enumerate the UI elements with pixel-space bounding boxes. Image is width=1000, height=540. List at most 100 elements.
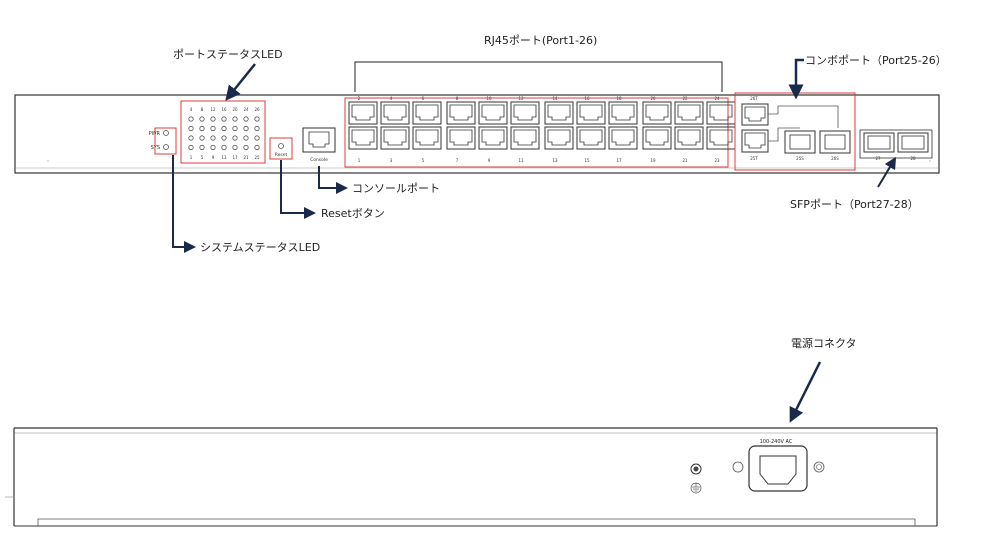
- reset-label: Reset: [275, 152, 288, 158]
- port-led: [199, 144, 205, 151]
- led-top-number: 26: [254, 107, 260, 112]
- rj45-port[interactable]: [544, 126, 574, 150]
- port-bottom-number: 23: [714, 158, 720, 163]
- rj45-port[interactable]: [348, 126, 378, 150]
- led-top-number: 20: [232, 107, 238, 112]
- port-bottom-number: 19: [650, 158, 656, 163]
- rj45-port[interactable]: [608, 126, 638, 150]
- rj45-port[interactable]: [510, 126, 540, 150]
- rear-callouts: 電源コネクタ: [789, 336, 857, 423]
- port-bottom-number: 5: [422, 158, 425, 163]
- console-port-label: コンソールポート: [352, 182, 440, 195]
- port-led: [232, 125, 238, 132]
- reset-button-arrow: [280, 160, 316, 219]
- rj45-port[interactable]: [478, 126, 508, 150]
- port-bottom-number: 17: [616, 158, 622, 163]
- port-led: [188, 135, 194, 141]
- power-screw-left: [732, 461, 744, 473]
- combo-sfp-26[interactable]: [819, 130, 851, 154]
- system-led-highlight: [154, 127, 177, 155]
- led-bottom-number: 25: [254, 155, 260, 160]
- port-status-led-arrow: [225, 63, 256, 101]
- rear-panel: 100-240V AC: [5, 427, 938, 527]
- rj45-port[interactable]: [544, 101, 574, 125]
- console-port-arrow: [318, 166, 348, 194]
- sfp-27-label: 27: [875, 156, 881, 161]
- rj45-port[interactable]: [576, 101, 606, 125]
- port-top-number: 18: [616, 96, 622, 101]
- sfp-port-27[interactable]: [863, 132, 895, 153]
- ground-symbol-icon: [690, 482, 702, 494]
- system-status-led-arrow: [172, 155, 196, 253]
- reset-button[interactable]: [278, 143, 284, 149]
- port-bottom-number: 15: [584, 158, 590, 163]
- port-top-number: 2: [358, 96, 361, 101]
- led-top-number: 12: [210, 107, 216, 112]
- front-callouts: ポートステータスLED RJ45ポート(Port1-26) コンボポート（Por…: [172, 34, 947, 254]
- port-led: [221, 116, 227, 122]
- rj45-port[interactable]: [608, 101, 638, 125]
- led-grid: [188, 116, 260, 151]
- sfp-ports-arrow: [877, 156, 897, 188]
- sfp-port-28[interactable]: [897, 132, 929, 153]
- port-led: [188, 144, 194, 151]
- combo-sfp-25-label: 25S: [796, 156, 804, 161]
- port-led: [232, 144, 238, 151]
- rj45-port[interactable]: [348, 101, 378, 125]
- rj45-port[interactable]: [412, 101, 442, 125]
- rj45-port[interactable]: [478, 101, 508, 125]
- port-led: [188, 125, 194, 132]
- port-top-number: 12: [518, 96, 524, 101]
- rj45-port[interactable]: [446, 101, 476, 125]
- rj45-port[interactable]: [674, 101, 704, 125]
- port-bottom-number: 21: [682, 158, 688, 163]
- port-led: [210, 116, 216, 122]
- rj45-bracket: [354, 61, 723, 92]
- port-led: [210, 125, 216, 132]
- rj45-port[interactable]: [510, 101, 540, 125]
- led-top-number: 4: [190, 107, 193, 112]
- port-led: [243, 144, 249, 151]
- led-bottom-number: 1: [190, 155, 193, 160]
- console-label: Console: [310, 157, 328, 163]
- rj45-port[interactable]: [412, 126, 442, 150]
- console-port[interactable]: [302, 127, 336, 153]
- led-bottom-number: 13: [221, 155, 227, 160]
- led-bottom-number: 17: [232, 155, 238, 160]
- rj45-port[interactable]: [380, 101, 410, 125]
- rj45-port[interactable]: [642, 126, 672, 150]
- rj45-port[interactable]: [446, 126, 476, 150]
- port-led: [254, 144, 260, 151]
- port-top-number: 20: [650, 96, 656, 101]
- port-led: [254, 116, 260, 122]
- voltage-label: 100-240V AC: [760, 439, 793, 445]
- rj45-port[interactable]: [642, 101, 672, 125]
- port-bottom-number: 3: [390, 158, 393, 163]
- port-led: [221, 144, 227, 151]
- combo-rj45-top[interactable]: [741, 103, 769, 126]
- combo-sfp-26-label: 26S: [831, 156, 839, 161]
- system-status-led-label: システムステータスLED: [200, 241, 320, 254]
- rj45-port[interactable]: [380, 126, 410, 150]
- port-led: [199, 116, 205, 122]
- rj45-port[interactable]: [674, 126, 704, 150]
- rj45-ports-label: RJ45ポート(Port1-26): [484, 34, 597, 47]
- rj45-port[interactable]: [576, 126, 606, 150]
- port-top-number: 16: [584, 96, 590, 101]
- combo-sfp-25[interactable]: [784, 130, 816, 154]
- power-connector-arrow: [789, 361, 822, 423]
- sys-led: [163, 144, 169, 150]
- port-top-number: 24: [714, 96, 720, 101]
- port-led: [243, 125, 249, 132]
- port-bottom-number: 9: [488, 158, 491, 163]
- combo-ports-label: コンボポート（Port25-26）: [805, 54, 947, 67]
- port-top-number: 10: [486, 96, 492, 101]
- port-led: [243, 135, 249, 141]
- combo-bottom-label: 25T: [750, 156, 758, 161]
- power-connector[interactable]: [748, 445, 808, 492]
- led-top-number: 24: [243, 107, 249, 112]
- port-top-number: 14: [552, 96, 558, 101]
- port-led: [232, 135, 238, 141]
- sfp-28-label: 28: [910, 156, 916, 161]
